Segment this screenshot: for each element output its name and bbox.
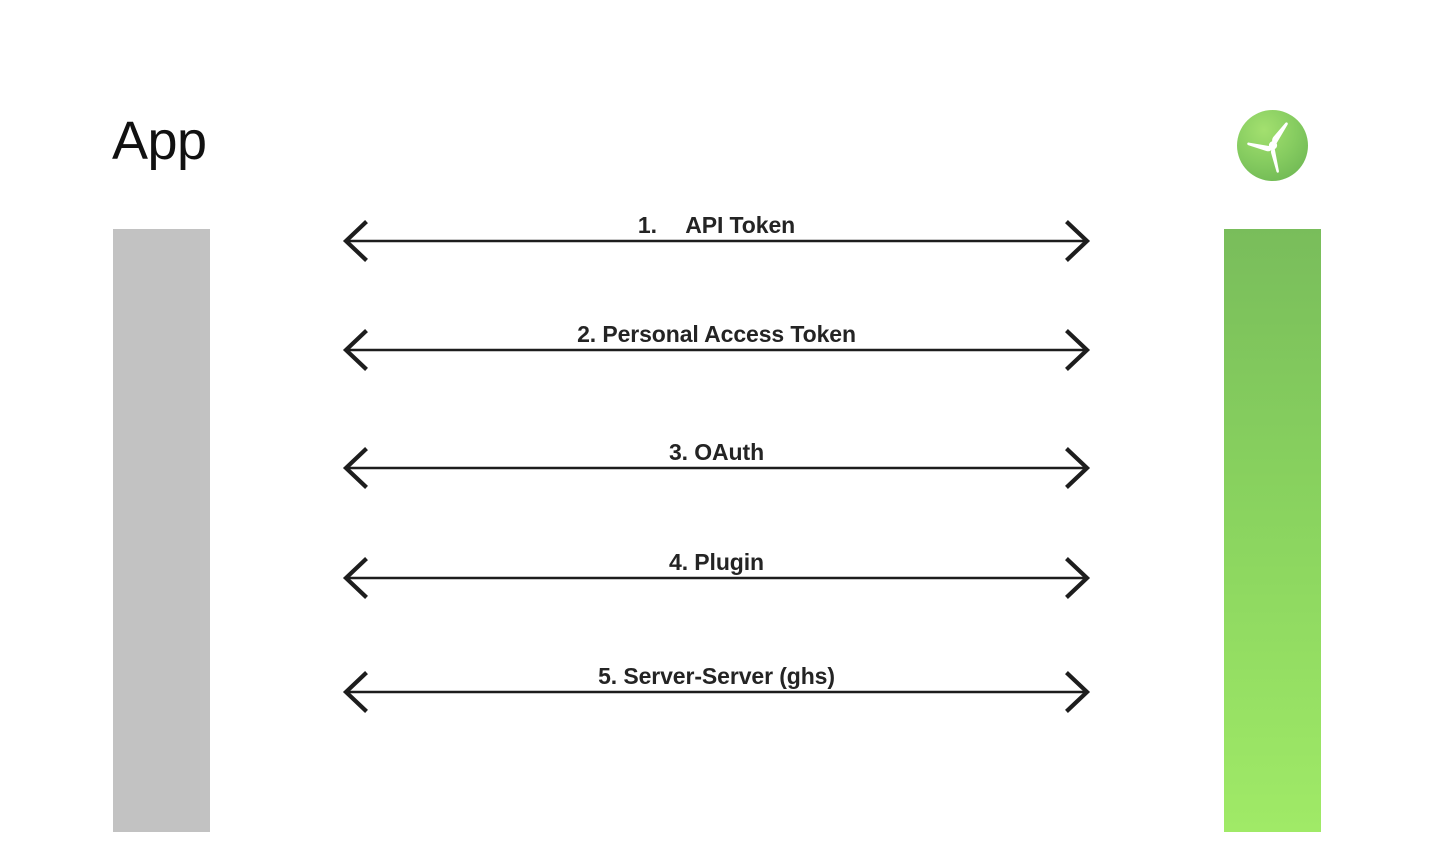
message-label: 5. Server-Server (ghs) <box>598 663 835 689</box>
page-title: App <box>112 111 207 171</box>
message-label: 2. Personal Access Token <box>577 321 856 347</box>
message-row: 4. Plugin <box>342 551 1091 599</box>
message-label: 3. OAuth <box>668 439 765 465</box>
lifeline-app <box>113 229 210 832</box>
message-arrow-bidirectional <box>342 671 1091 713</box>
message-arrow-bidirectional <box>342 220 1091 262</box>
lifeline-service <box>1224 229 1321 832</box>
message-label: 4. Plugin <box>669 549 764 575</box>
message-row: 2. Personal Access Token <box>342 323 1091 371</box>
message-row: 5. Server-Server (ghs) <box>342 665 1091 713</box>
pinwheel-logo-icon <box>1237 110 1308 181</box>
message-arrow-bidirectional <box>342 329 1091 371</box>
message-arrow-bidirectional <box>342 557 1091 599</box>
message-row: 1. API Token <box>342 214 1091 262</box>
message-label: 1. API Token <box>637 212 796 238</box>
message-arrow-bidirectional <box>342 447 1091 489</box>
message-row: 3. OAuth <box>342 441 1091 489</box>
